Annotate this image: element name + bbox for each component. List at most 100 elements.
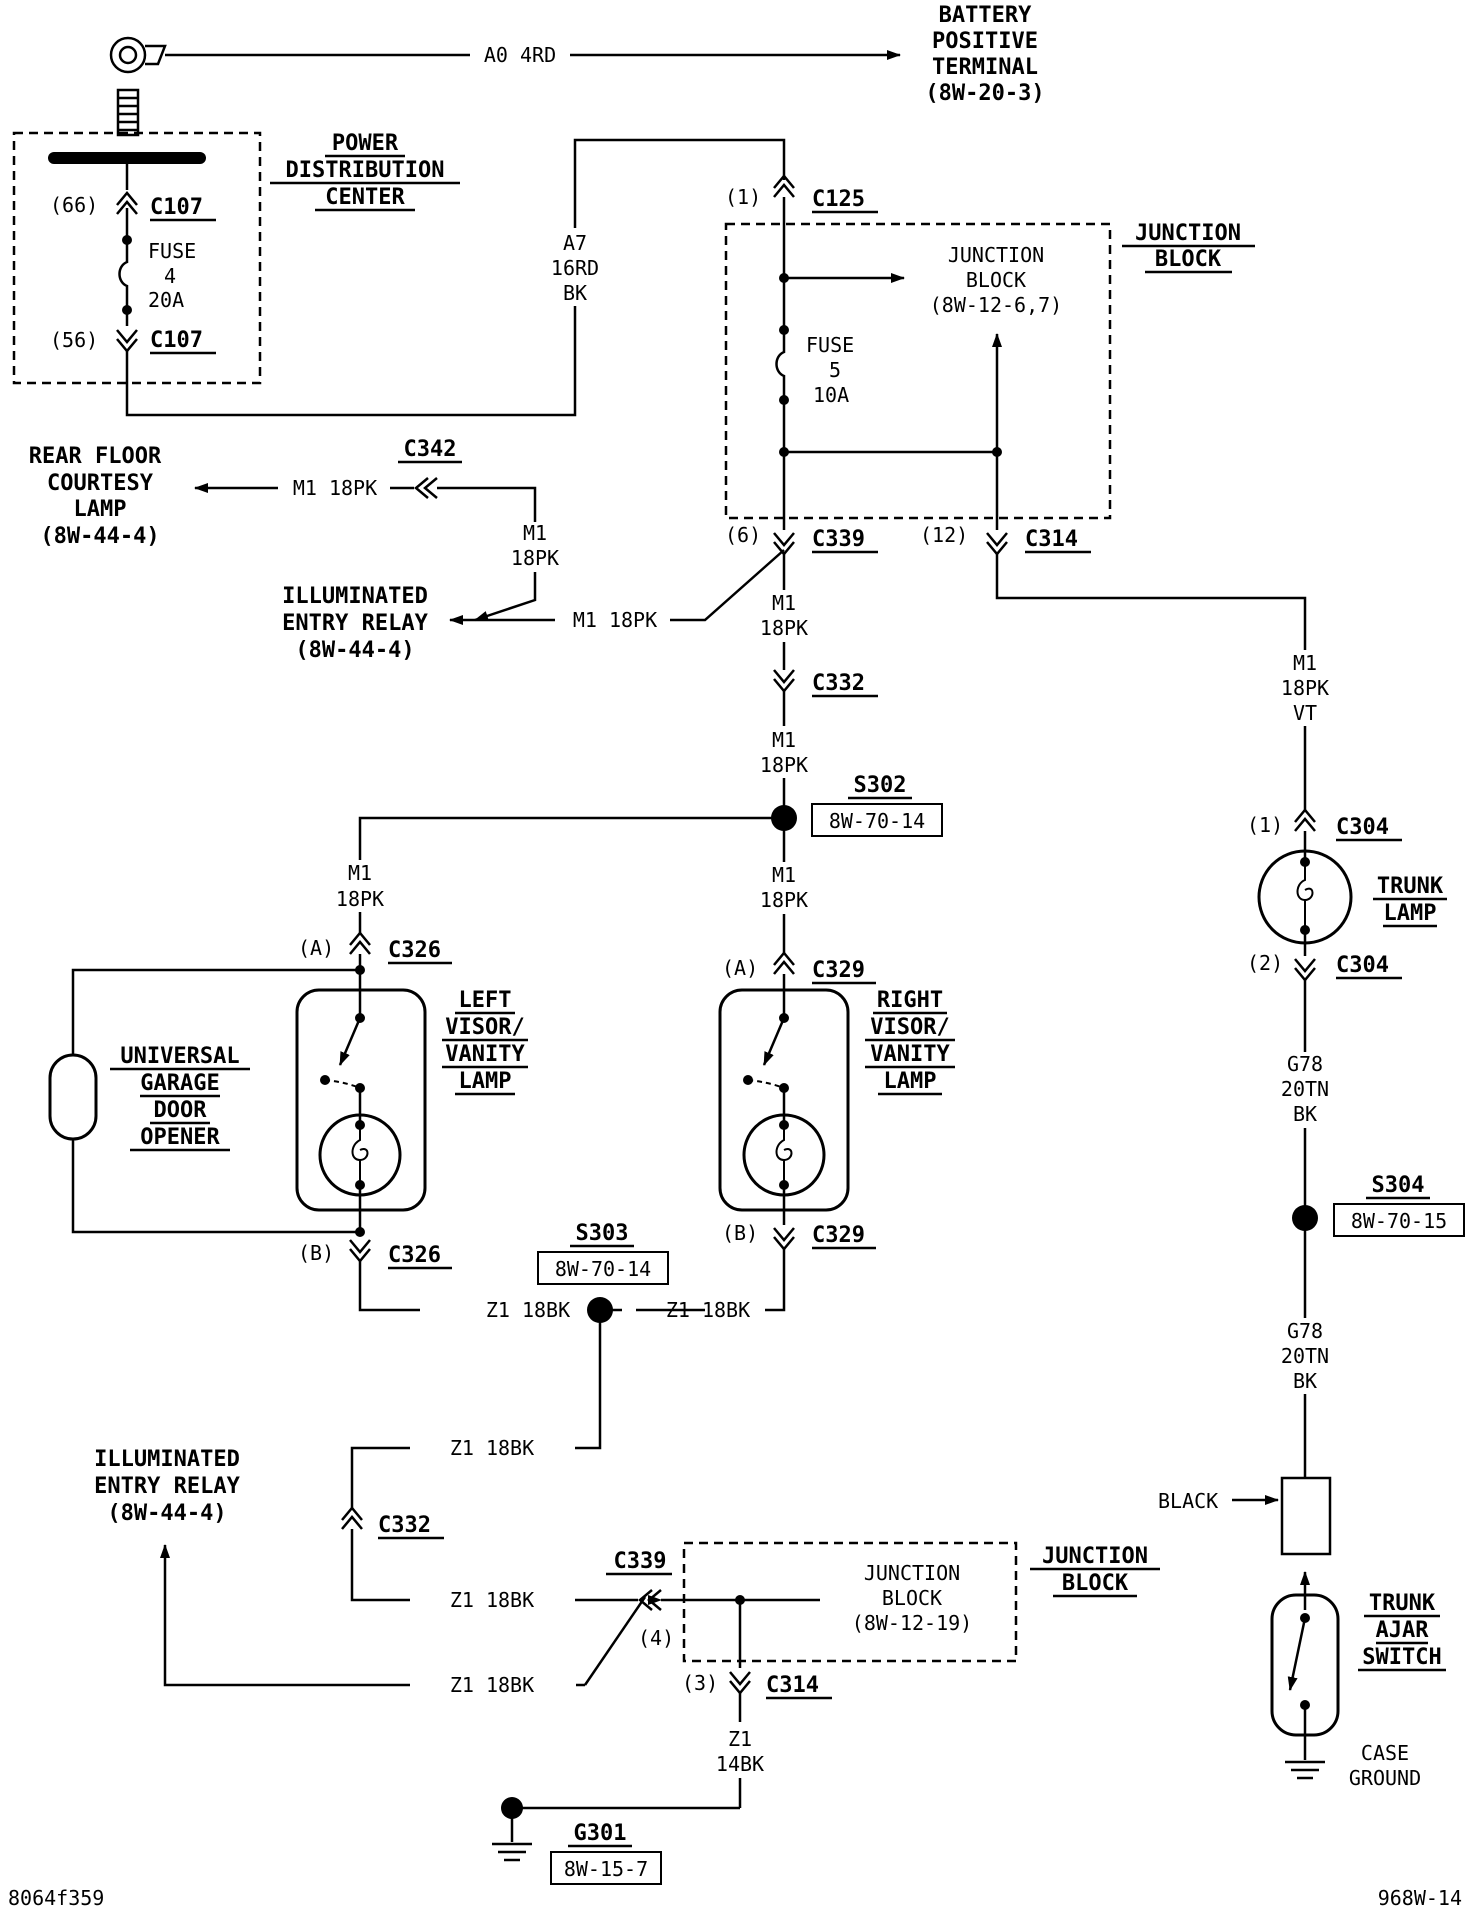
c314-top-label: C314 (1025, 527, 1078, 552)
right-visor-label-1: RIGHT (877, 988, 943, 1013)
relay-bottom-label-2: ENTRY RELAY (94, 1474, 240, 1499)
trunk-ajar-label-3: SWITCH (1362, 1645, 1441, 1670)
c304-bottom-pin: (2) (1247, 951, 1283, 975)
jb-bottom-label-2: BLOCK (1062, 1571, 1129, 1596)
right-wire-label-1: M1 (772, 863, 796, 887)
footer-right-code: 968W-14 (1378, 1886, 1462, 1910)
wire-s302-to-left (358, 816, 784, 935)
main-wire-a-label-1: M1 (772, 591, 796, 615)
c329-b-pin: (B) (722, 1221, 758, 1245)
jb-bottom-ref-2: BLOCK (882, 1586, 942, 1610)
main-wire-b-label-2: 18PK (760, 753, 808, 777)
fuse4-label-3: 20A (148, 288, 184, 312)
c339-top-label: C339 (812, 527, 865, 552)
fuse5-label-3: 10A (813, 383, 849, 407)
s303-wire-right-label: Z1 18BK (666, 1298, 750, 1322)
c314-bottom-connector-icon (729, 1671, 751, 1695)
c332-bottom-label: C332 (378, 1513, 431, 1538)
trunk-g78b-label-1: G78 (1287, 1319, 1323, 1343)
trunk-g78b-label-3: BK (1293, 1369, 1317, 1393)
relay-bottom-label-3: (8W-44-4) (107, 1501, 226, 1526)
wire-rear-floor-label: M1 18PK (293, 476, 377, 500)
fuse4-label-1: FUSE (148, 239, 196, 263)
black-connector-block (1280, 1476, 1332, 1556)
c304-bottom-connector-icon (1294, 958, 1316, 982)
c329-a-connector-icon (773, 951, 795, 975)
right-wire-label-2: 18PK (760, 888, 808, 912)
right-visor-label-3: VANITY (870, 1042, 950, 1067)
c342-label: C342 (404, 437, 457, 462)
wire-relay-top-label: M1 18PK (573, 608, 657, 632)
trunk-g78-label-1: G78 (1287, 1052, 1323, 1076)
trunk-ajar-label-1: TRUNK (1369, 1591, 1436, 1616)
left-visor-switch-icon (338, 1017, 362, 1066)
s303-ref: 8W-70-14 (555, 1257, 651, 1281)
c326-b-label: C326 (388, 1243, 441, 1268)
ground-wire-1-label: Z1 18BK (450, 1436, 534, 1460)
left-wire-label-1: M1 (348, 861, 372, 885)
jb-top-ref-1: JUNCTION (948, 243, 1044, 267)
c329-a-label: C329 (812, 958, 865, 983)
c339-bottom-pin: (4) (638, 1626, 674, 1650)
c314-top-pin: (12) (920, 523, 968, 547)
c107-top-label: C107 (150, 195, 203, 220)
jb-top-ref-3: (8W-12-6,7) (930, 293, 1062, 317)
c304-bottom-label: C304 (1336, 953, 1389, 978)
c342-wire-label-2: 18PK (511, 546, 559, 570)
c332-top-connector-icon (773, 669, 795, 693)
wire-trunk-feed (995, 554, 1307, 812)
rear-floor-label-2: COURTESY (47, 471, 154, 496)
c326-a-connector-icon (349, 931, 371, 955)
battery-label-4: (8W-20-3) (925, 81, 1044, 106)
junction-block-bottom-box (682, 1541, 1018, 1663)
pdc-box (12, 131, 262, 385)
wire-a7-label-1: A7 (563, 231, 587, 255)
z1-14bk-label-1: Z1 (728, 1727, 752, 1751)
jb-top-label-1: JUNCTION (1135, 221, 1241, 246)
battery-ring-terminal (109, 36, 167, 137)
c326-b-connector-icon (349, 1239, 371, 1263)
c326-b-pin: (B) (298, 1241, 334, 1265)
trunk-g78b-label-2: 20TN (1281, 1344, 1329, 1368)
c314-bottom-pin: (3) (682, 1671, 718, 1695)
c329-b-label: C329 (812, 1223, 865, 1248)
junction-block-top-box (724, 222, 1112, 520)
garage-label-3: DOOR (154, 1098, 208, 1123)
c314-top-connector-icon (986, 532, 1008, 556)
battery-label-1: BATTERY (939, 3, 1032, 28)
jb-top-ref-2: BLOCK (966, 268, 1026, 292)
fuse5-label-1: FUSE (806, 333, 854, 357)
left-wire-label-2: 18PK (336, 887, 384, 911)
fuse4-label-2: 4 (164, 264, 176, 288)
wire-to-relay-bottom (160, 1544, 585, 1687)
fuse-5-icon (775, 330, 786, 400)
trunk-wire-label-3: VT (1293, 701, 1317, 725)
case-ground-label-2: GROUND (1349, 1766, 1421, 1790)
trunk-wire-label-2: 18PK (1281, 676, 1329, 700)
trunk-g78-label-2: 20TN (1281, 1077, 1329, 1101)
s304-label: S304 (1372, 1173, 1425, 1198)
c332-bottom-connector-icon (341, 1506, 363, 1530)
c332-top-label: C332 (812, 671, 865, 696)
ground-wire-2-label: Z1 18BK (450, 1588, 534, 1612)
right-visor-label-4: LAMP (884, 1069, 937, 1094)
c326-a-pin: (A) (298, 936, 334, 960)
trunk-wire-label-1: M1 (1293, 651, 1317, 675)
s302-ref: 8W-70-14 (829, 809, 925, 833)
garage-label-1: UNIVERSAL (120, 1044, 239, 1069)
c339-top-pin: (6) (725, 523, 761, 547)
black-label: BLACK (1158, 1489, 1218, 1513)
garage-label-4: OPENER (140, 1125, 220, 1150)
s302-label: S302 (854, 773, 907, 798)
case-ground-icon (1285, 1760, 1325, 1780)
c107-bottom-label: C107 (150, 328, 203, 353)
g301-ground-icon (492, 1842, 532, 1862)
wire-a7-label-3: BK (563, 281, 587, 305)
g301-label: G301 (574, 1821, 627, 1846)
c304-top-connector-icon (1294, 808, 1316, 832)
left-visor-label-2: VISOR/ (445, 1015, 524, 1040)
c107-bottom-pin: (56) (50, 328, 98, 352)
pdc-label-3: CENTER (325, 185, 405, 210)
c314-bottom-label: C314 (766, 1673, 819, 1698)
